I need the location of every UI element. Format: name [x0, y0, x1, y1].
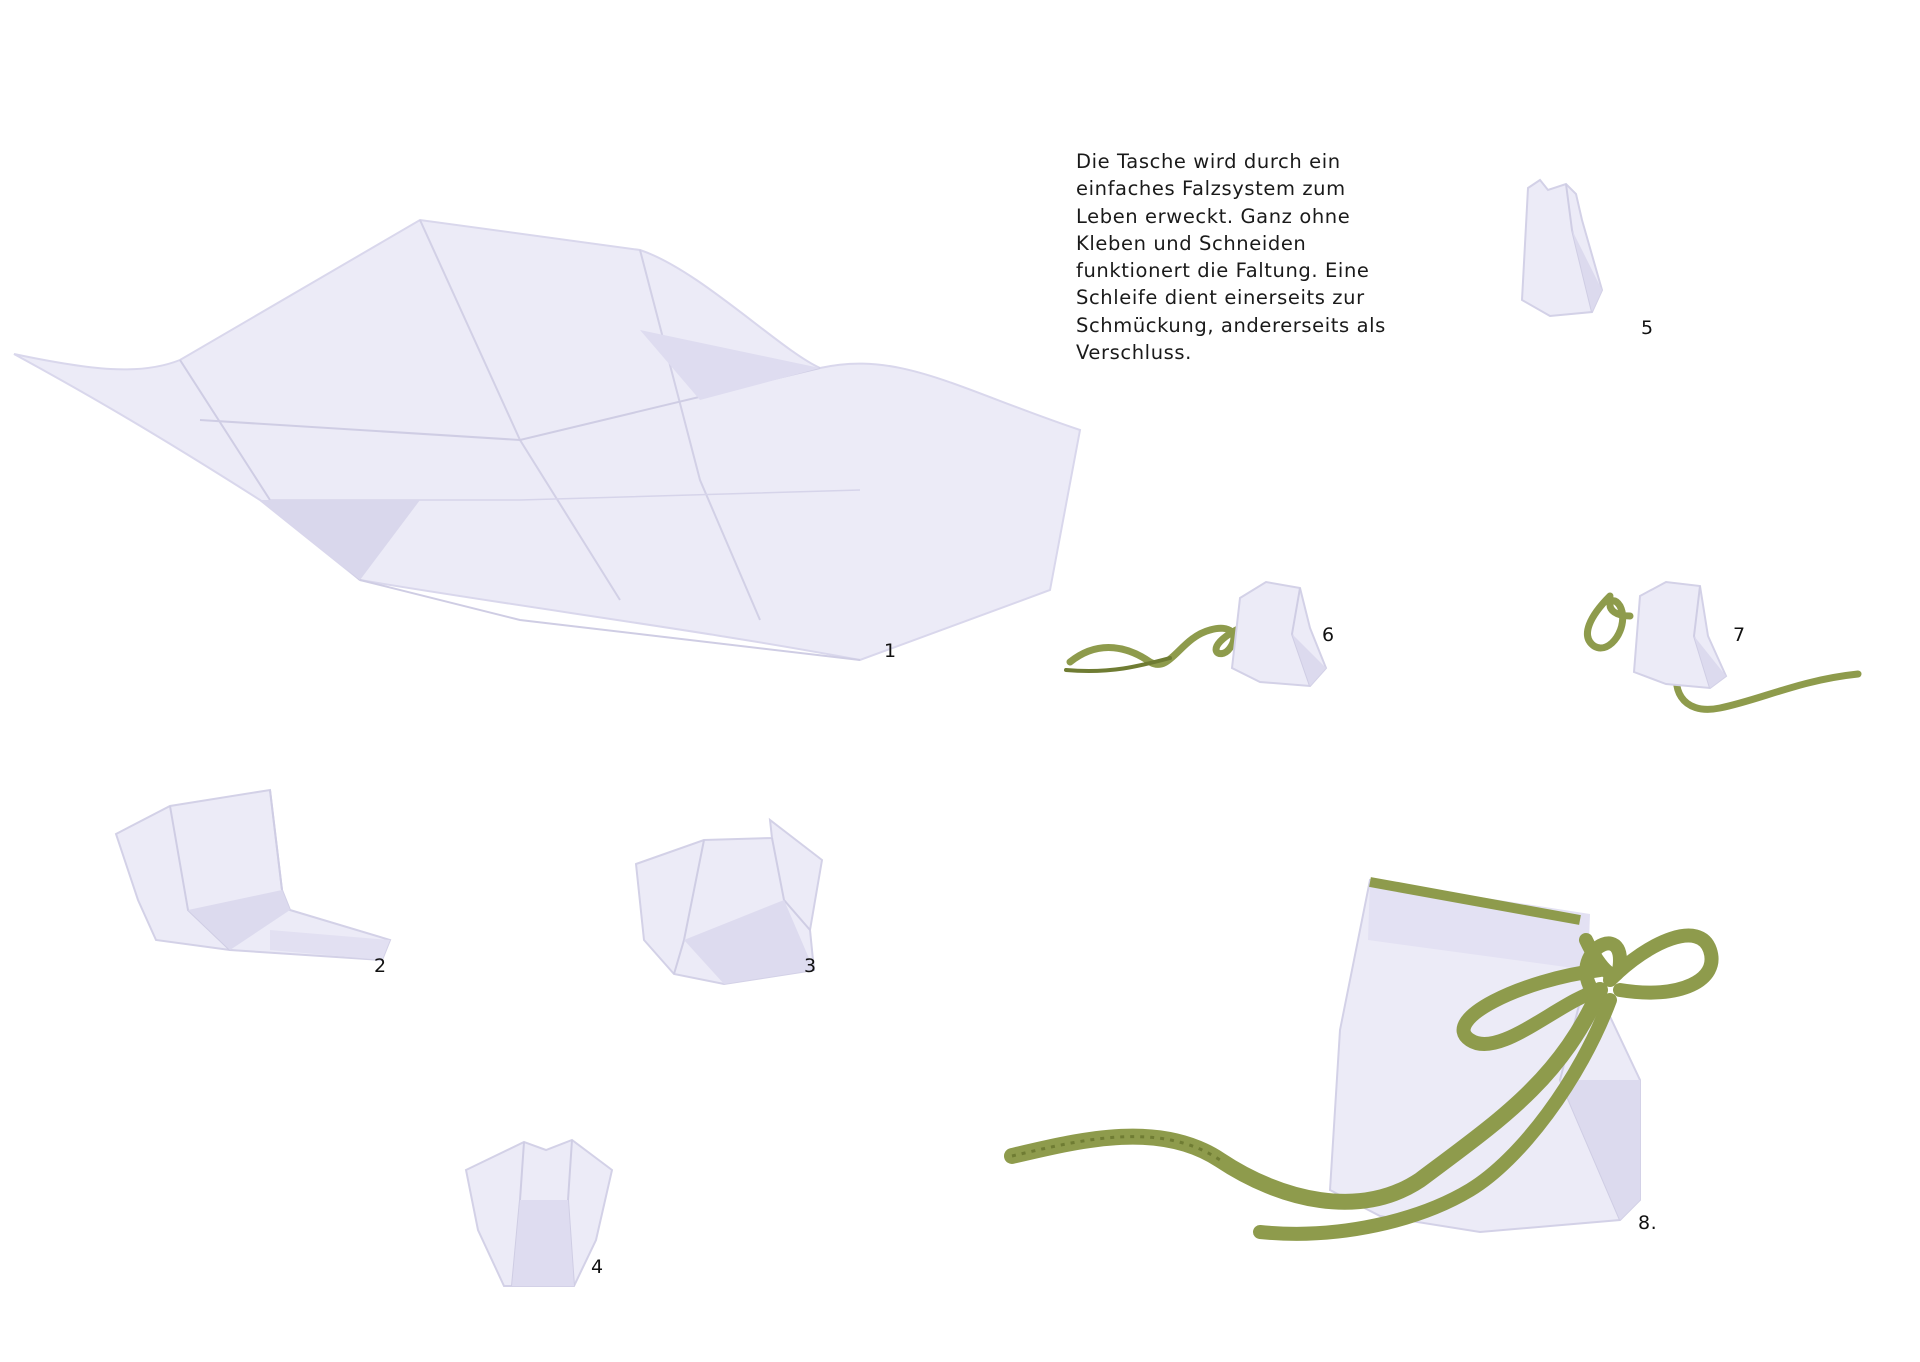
step-2-folded-paper-image [110, 788, 400, 980]
step-7-bag-with-ribbon-image [1570, 576, 1862, 726]
step-1-number: 1 [884, 640, 897, 662]
step-4-number: 4 [591, 1256, 604, 1278]
step-8-number: 8. [1638, 1212, 1658, 1234]
step-3-folded-paper-image [634, 817, 834, 1000]
step-5-paper-bag-image [1516, 178, 1606, 320]
description-line: Schmückung, andererseits als [1076, 313, 1386, 337]
description-line: Die Tasche wird durch ein [1076, 150, 1341, 173]
step-6-number: 6 [1322, 624, 1335, 646]
description-line: funktionert die Faltung. Eine [1076, 259, 1370, 283]
step-1-unfolded-sheet-image [0, 200, 1100, 680]
step-4-folded-paper-image [464, 1138, 614, 1290]
step-6-bag-with-ribbon-image [1060, 578, 1330, 698]
step-2-number: 2 [374, 955, 387, 977]
step-7-number: 7 [1733, 624, 1746, 646]
description-line: Verschluss. [1076, 341, 1192, 365]
step-8-finished-bag-image [1000, 877, 1740, 1280]
description-text: Die Tasche wird durch ein einfaches Falz… [1076, 148, 1436, 366]
description-line: einfaches Falzsystem zum [1076, 177, 1346, 201]
description-line: Schleife dient einerseits zur [1076, 286, 1365, 310]
step-3-number: 3 [804, 955, 817, 977]
description-line: Leben erweckt. Ganz ohne [1076, 204, 1351, 228]
description-line: Kleben und Schneiden [1076, 231, 1307, 255]
step-5-number: 5 [1641, 317, 1654, 339]
